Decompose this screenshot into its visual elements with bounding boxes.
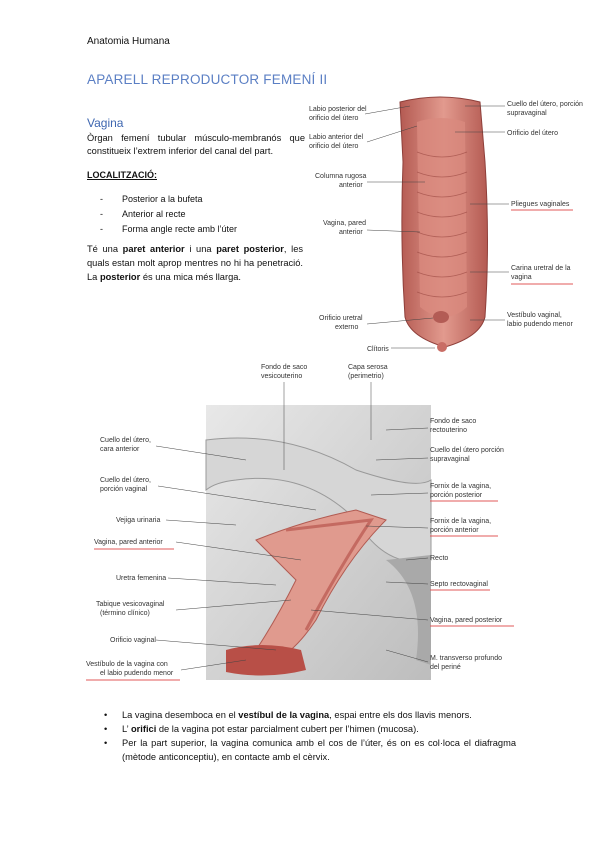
svg-text:Carina uretral de la: Carina uretral de la	[511, 265, 571, 272]
list-item: Posterior a la bufeta	[100, 192, 237, 207]
bullet-list: La vagina desemboca en el vestíbul de la…	[104, 708, 516, 764]
svg-text:Fornix de la vagina,: Fornix de la vagina,	[430, 483, 491, 490]
walls-paragraph: Té una paret anterior i una paret poster…	[87, 244, 304, 282]
svg-text:porción anterior: porción anterior	[430, 527, 479, 534]
svg-text:Labio anterior del: Labio anterior del	[309, 134, 364, 141]
svg-text:M. transverso profundo: M. transverso profundo	[430, 655, 502, 662]
svg-text:Vestíbulo de la vagina con: Vestíbulo de la vagina con	[86, 661, 168, 668]
svg-text:orificio del útero: orificio del útero	[309, 115, 359, 122]
list-item: Per la part superior, la vagina comunica…	[104, 736, 516, 764]
svg-text:Vagina, pared: Vagina, pared	[323, 220, 366, 227]
figure-sagittal-section: Fondo de saco vesicouterino Capa serosa (p…	[86, 364, 514, 681]
list-item: L’ orifici de la vagina pot estar parcia…	[104, 722, 516, 736]
svg-text:Vejiga urinaria: Vejiga urinaria	[116, 517, 160, 524]
svg-text:anterior: anterior	[339, 229, 363, 236]
svg-text:Orificio uretral: Orificio uretral	[319, 315, 363, 322]
intro-paragraph: Òrgan femení tubular músculo-membranós q…	[87, 133, 305, 156]
svg-text:Pliegues vaginales: Pliegues vaginales	[511, 201, 570, 208]
svg-text:cara anterior: cara anterior	[100, 446, 140, 453]
svg-text:Tabique vesicovaginal: Tabique vesicovaginal	[96, 601, 165, 608]
svg-text:Septo rectovaginal: Septo rectovaginal	[430, 581, 488, 588]
list-item: Anterior al recte	[100, 207, 237, 222]
svg-text:Orificio vaginal: Orificio vaginal	[110, 637, 156, 644]
page-title: APARELL REPRODUCTOR FEMENÍ II	[87, 72, 328, 87]
svg-text:Labio posterior del: Labio posterior del	[309, 106, 367, 113]
svg-text:porción vaginal: porción vaginal	[100, 486, 148, 493]
svg-text:(perimetrio): (perimetrio)	[348, 373, 384, 380]
list-item: La vagina desemboca en el vestíbul de la…	[104, 708, 516, 722]
svg-text:labio pudendo menor: labio pudendo menor	[507, 321, 573, 328]
svg-text:Uretra femenina: Uretra femenina	[116, 575, 166, 582]
section-subtitle: Vagina	[87, 116, 124, 130]
svg-text:porción posterior: porción posterior	[430, 492, 483, 499]
svg-text:externo: externo	[335, 324, 358, 331]
svg-text:vagina: vagina	[511, 274, 532, 281]
list-item: Forma angle recte amb l’úter	[100, 222, 237, 237]
svg-text:supravaginal: supravaginal	[507, 110, 547, 117]
svg-text:Cuello del útero, porción: Cuello del útero, porción	[507, 101, 583, 108]
svg-text:Fondo de saco: Fondo de saco	[261, 364, 307, 371]
svg-text:Cuello del útero,: Cuello del útero,	[100, 437, 151, 444]
svg-text:Vagina, pared anterior: Vagina, pared anterior	[94, 539, 163, 546]
svg-text:rectouterino: rectouterino	[430, 427, 467, 434]
localization-heading: LOCALITZACIÓ:	[87, 170, 157, 180]
svg-text:Clítoris: Clítoris	[367, 346, 389, 353]
svg-text:del periné: del periné	[430, 664, 461, 671]
svg-text:vesicouterino: vesicouterino	[261, 373, 302, 380]
svg-text:Capa serosa: Capa serosa	[348, 364, 388, 371]
figure-vagina-opened: Labio posterior del orificio del útero La…	[309, 96, 583, 353]
svg-text:(término clínico): (término clínico)	[100, 610, 150, 617]
svg-text:Cuello del útero porción: Cuello del útero porción	[430, 447, 504, 454]
svg-text:anterior: anterior	[339, 182, 363, 189]
svg-text:Recto: Recto	[430, 555, 448, 562]
svg-text:Vestíbulo vaginal,: Vestíbulo vaginal,	[507, 312, 562, 319]
svg-text:Fondo de saco: Fondo de saco	[430, 418, 476, 425]
svg-text:Orificio del útero: Orificio del útero	[507, 130, 558, 137]
svg-text:el labio pudendo menor: el labio pudendo menor	[100, 670, 174, 677]
page-header: Anatomia Humana	[87, 36, 170, 47]
svg-text:Cuello del útero,: Cuello del útero,	[100, 477, 151, 484]
localization-list: Posterior a la bufeta Anterior al recte …	[100, 192, 237, 237]
svg-text:supravaginal: supravaginal	[430, 456, 470, 463]
svg-text:Columna rugosa: Columna rugosa	[315, 173, 366, 180]
svg-text:Fornix de la vagina,: Fornix de la vagina,	[430, 518, 491, 525]
svg-text:Vagina, pared posterior: Vagina, pared posterior	[430, 617, 503, 624]
svg-text:orificio del útero: orificio del útero	[309, 143, 359, 150]
